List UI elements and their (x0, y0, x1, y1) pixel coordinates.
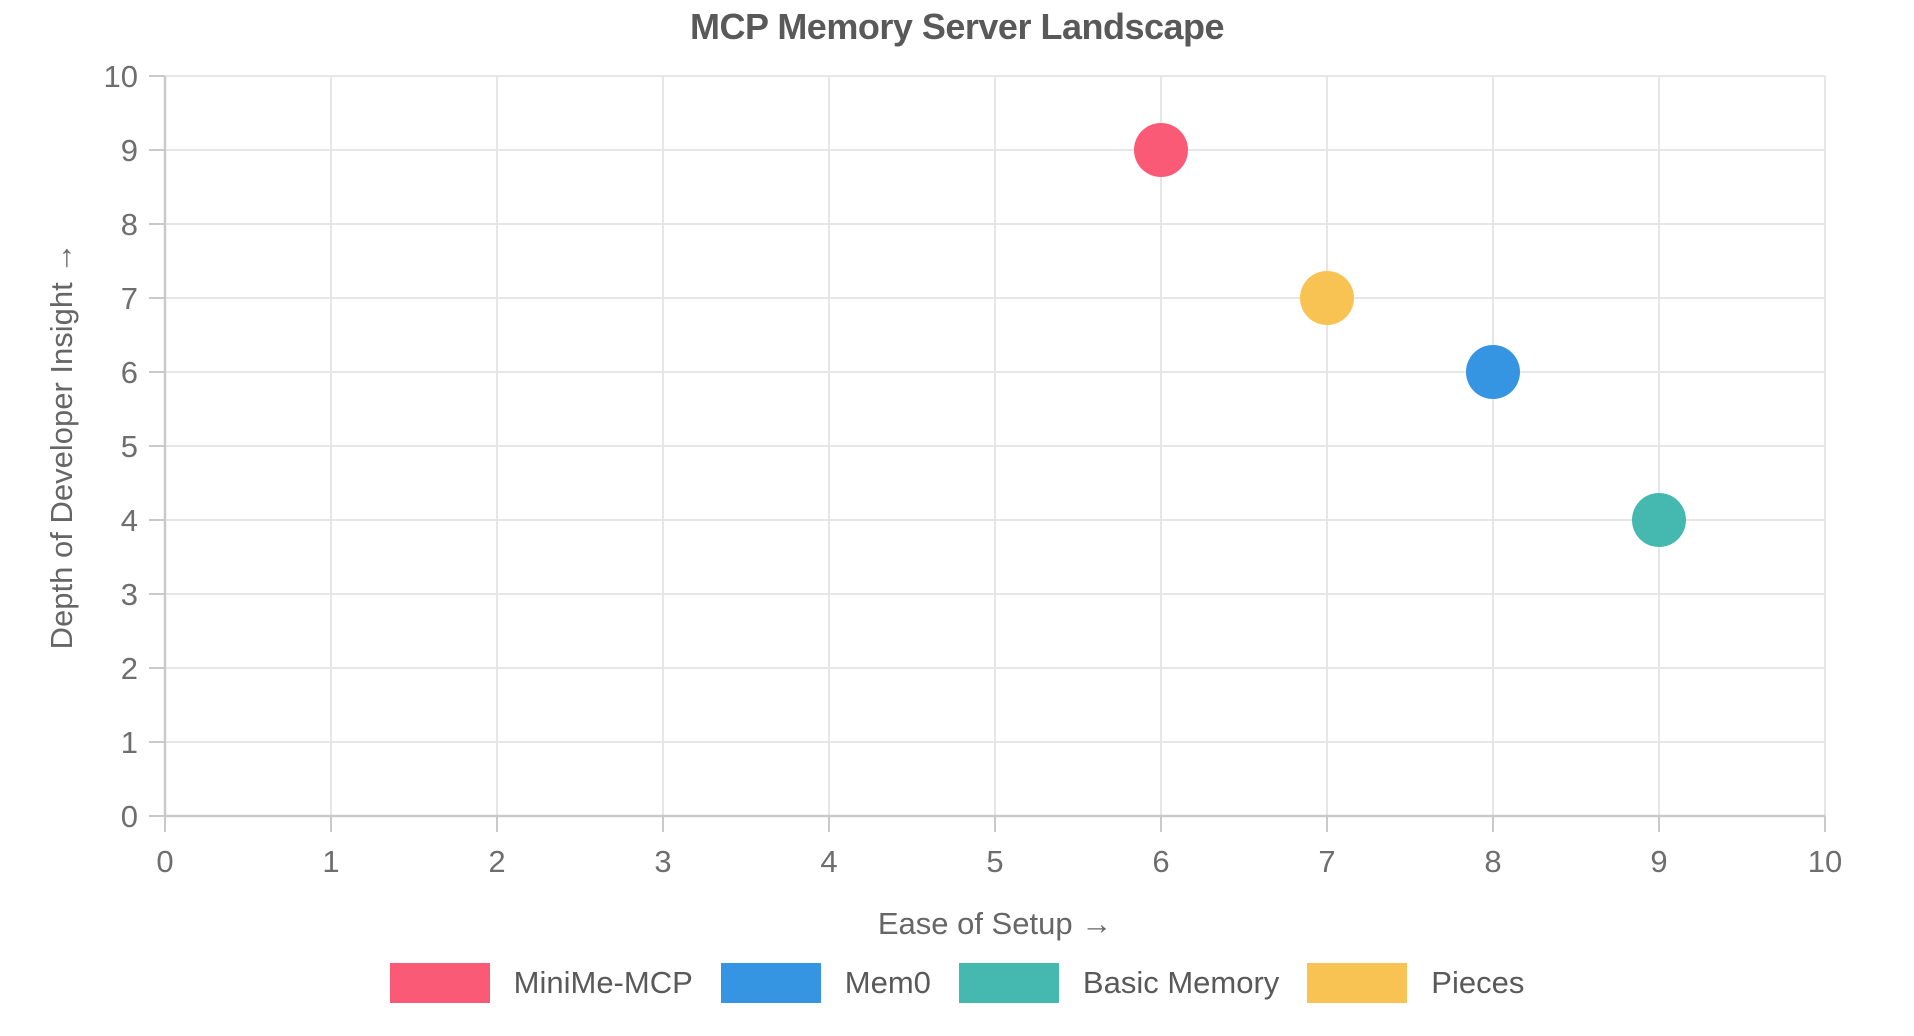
y-tick-label: 4 (121, 503, 138, 538)
data-point-pieces[interactable] (1300, 271, 1354, 325)
x-tick-label: 9 (1650, 844, 1667, 879)
x-tick-label: 1 (322, 844, 339, 879)
x-axis-label: Ease of Setup → (877, 906, 1113, 941)
y-tick-label: 10 (104, 59, 138, 94)
y-tick-label: 5 (121, 429, 138, 464)
y-tick-label: 8 (121, 207, 138, 242)
legend-swatch-pieces (1307, 963, 1408, 1003)
legend-label-basic-memory: Basic Memory (1082, 965, 1280, 1000)
x-tick-label: 7 (1318, 844, 1335, 879)
y-tick-label: 6 (121, 355, 138, 390)
y-axis-label: Depth of Developer Insight → (44, 242, 79, 650)
x-tick-label: 5 (986, 844, 1003, 879)
y-tick-label: 3 (121, 577, 138, 612)
x-tick-label: 8 (1484, 844, 1501, 879)
x-tick-label: 10 (1808, 844, 1842, 879)
x-tick-label: 4 (820, 844, 837, 879)
data-point-minime-mcp[interactable] (1134, 123, 1188, 177)
legend-swatch-basic-memory (958, 963, 1059, 1003)
y-tick-label: 9 (121, 133, 138, 168)
legend-swatch-mem0 (720, 963, 821, 1003)
x-tick-label: 6 (1152, 844, 1169, 879)
x-tick-label: 3 (654, 844, 671, 879)
y-tick-label: 2 (121, 651, 138, 686)
data-point-basic-memory[interactable] (1632, 493, 1686, 547)
x-tick-label: 0 (156, 844, 173, 879)
y-tick-label: 1 (121, 725, 138, 760)
legend-item-basic-memory[interactable]: Basic Memory (958, 963, 1280, 1003)
y-tick-label: 0 (121, 799, 138, 834)
legend-item-minime-mcp[interactable]: MiniMe-MCP (389, 963, 693, 1003)
plot-area: 0 1 2 3 4 5 6 7 8 9 10 0 1 2 3 4 5 6 7 8 9 10 (104, 59, 1843, 879)
chart-title: MCP Memory Server Landscape (689, 6, 1225, 47)
legend-label-minime-mcp: MiniMe-MCP (513, 965, 693, 1000)
legend-label-pieces: Pieces (1431, 965, 1525, 1000)
data-point-mem0[interactable] (1466, 345, 1520, 399)
x-tick-label: 2 (488, 844, 505, 879)
legend-label-mem0: Mem0 (844, 965, 931, 1000)
legend-item-pieces[interactable]: Pieces (1307, 963, 1524, 1003)
legend-swatch-minime-mcp (389, 963, 490, 1003)
legend: MiniMe-MCP Mem0 Basic Memory Pieces (0, 963, 1914, 1003)
y-tick-label: 7 (121, 281, 138, 316)
legend-item-mem0[interactable]: Mem0 (720, 963, 931, 1003)
